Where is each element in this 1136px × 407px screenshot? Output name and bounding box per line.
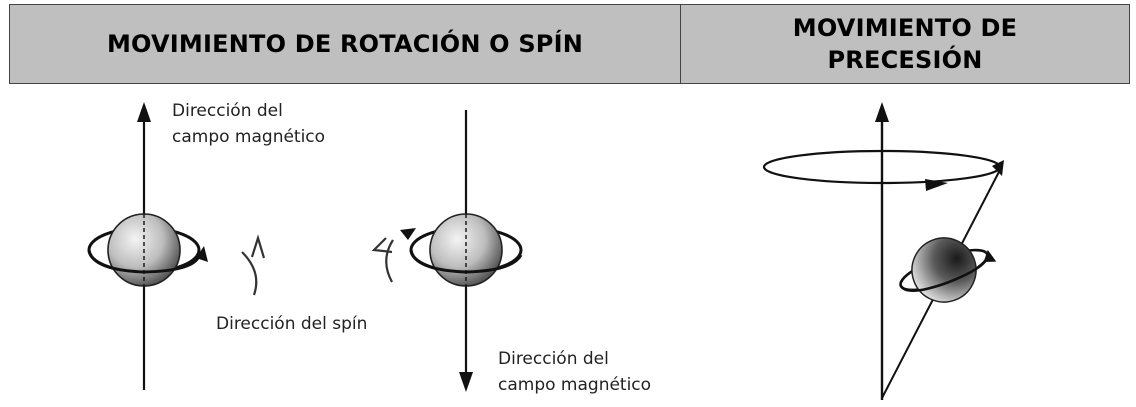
precession-sphere [911,237,977,303]
precession-sphere-group [899,237,997,303]
precession-title-line1: MOVIMIENTO DE [792,14,1018,42]
spin-diagram: Dirección del campo magnético Dirección … [87,101,651,395]
field-arrow-up-icon [137,102,151,122]
sphere-down-group: Dirección del campo magnético [371,110,651,395]
precession-orbit-arrow-icon [925,179,948,191]
spin-ring-arrow-icon [196,246,208,262]
label-field-up-line1: Dirección del [172,101,283,121]
sphere-up-group: Dirección del campo magnético [87,101,325,390]
label-field-up-line2: campo magnético [172,127,325,147]
spin-ring-arrow-2-icon [400,228,416,240]
spin-direction-arrow-right-icon [241,234,266,296]
precession-spin-arrow-icon [983,249,997,262]
precession-axis-arrow-icon [875,102,889,122]
header-row: MOVIMIENTO DE ROTACIÓN O SPÍN MOVIMIENTO… [9,4,1130,84]
precession-title-line2: PRECESIÓN [827,46,983,74]
spin-ring-front [87,249,200,274]
header-table: MOVIMIENTO DE ROTACIÓN O SPÍN MOVIMIENTO… [9,4,1130,84]
rotation-spin-title-text: MOVIMIENTO DE ROTACIÓN O SPÍN [106,30,584,58]
spin-direction-arrow-left-icon [371,237,394,283]
label-spin-direction: Dirección del spín [216,314,367,334]
rotation-spin-title: MOVIMIENTO DE ROTACIÓN O SPÍN [9,4,681,84]
precession-title: MOVIMIENTO DE PRECESIÓN [680,4,1130,84]
precession-diagram [762,102,1004,400]
precession-vector-arrow-icon [992,160,1004,176]
label-field-down-line2: campo magnético [498,375,651,395]
label-field-down-line1: Dirección del [498,349,609,369]
field-arrow-down-icon [459,372,473,392]
precession-spin-ring-front [899,255,990,292]
spin-ring-front-2 [409,249,523,274]
